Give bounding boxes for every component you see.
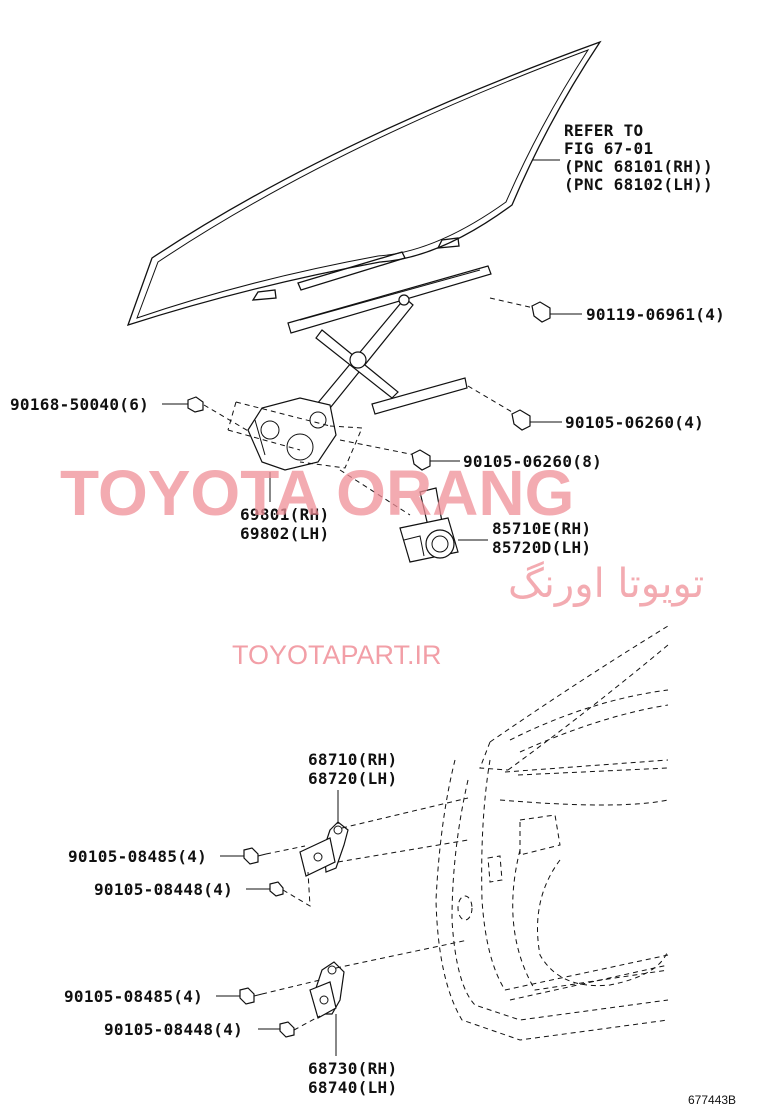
regulator-dash-lines (203, 297, 535, 516)
label-hinge-lower-rh: 68730(RH) (308, 1059, 397, 1078)
bolt-90105-b (411, 449, 431, 471)
bolt-hinge-upper-2 (269, 881, 284, 897)
bolt-hinge-upper-1 (243, 847, 267, 865)
label-90168: 90168-50040(6) (10, 395, 149, 414)
svg-text:(PNC 68101(RH)): (PNC 68101(RH)) (564, 157, 713, 176)
door-body (435, 625, 669, 1041)
label-hinge-upper-rh: 68710(RH) (308, 750, 397, 769)
upper-leaders (162, 313, 582, 541)
bolt-90168 (187, 396, 204, 413)
watermark-site: TOYOTAPART.IR (232, 640, 442, 670)
label-regulator-lh: 69802(LH) (240, 524, 329, 543)
label-motor-rh: 85710E(RH) (492, 519, 591, 538)
svg-text:REFER TO: REFER TO (564, 121, 643, 140)
upper-hinge (299, 821, 349, 877)
label-90105-b: 90105-06260(8) (463, 452, 602, 471)
label-bolt-lower-1: 90105-08485(4) (64, 987, 203, 1006)
door-glass (126, 40, 602, 327)
bolt-90105-a (511, 409, 531, 431)
bolt-hinge-lower-1 (239, 987, 263, 1005)
watermark-brand: TOYOTA ORANG (60, 457, 574, 529)
svg-text:(PNC 68102(LH)): (PNC 68102(LH)) (564, 175, 713, 194)
svg-text:FIG 67-01: FIG 67-01 (564, 139, 653, 158)
label-bolt-lower-2: 90105-08448(4) (104, 1020, 243, 1039)
bolt-hinge-lower-2 (279, 1021, 295, 1038)
regulator-motor (399, 487, 459, 563)
label-bolt-upper-2: 90105-08448(4) (94, 880, 233, 899)
label-motor-lh: 85720D(LH) (492, 538, 591, 557)
refer-note: REFER TO FIG 67-01 (PNC 68101(RH)) (PNC … (564, 121, 713, 194)
label-bolt-upper-1: 90105-08485(4) (68, 847, 207, 866)
window-regulator (247, 265, 492, 471)
bolt-90119 (531, 301, 551, 323)
label-90119: 90119-06961(4) (586, 305, 725, 324)
watermark-persian: تویوتا اورنگ (508, 561, 704, 607)
lower-hinge (309, 961, 345, 1019)
label-hinge-upper-lh: 68720(LH) (308, 769, 397, 788)
label-90105-a: 90105-06260(4) (565, 413, 704, 432)
lower-leaders (216, 790, 339, 1056)
label-regulator-rh: 69801(RH) (240, 505, 329, 524)
figure-id: 677443B (688, 1093, 736, 1107)
hinge-dash-lines (261, 797, 469, 1031)
label-hinge-lower-lh: 68740(LH) (308, 1078, 397, 1097)
